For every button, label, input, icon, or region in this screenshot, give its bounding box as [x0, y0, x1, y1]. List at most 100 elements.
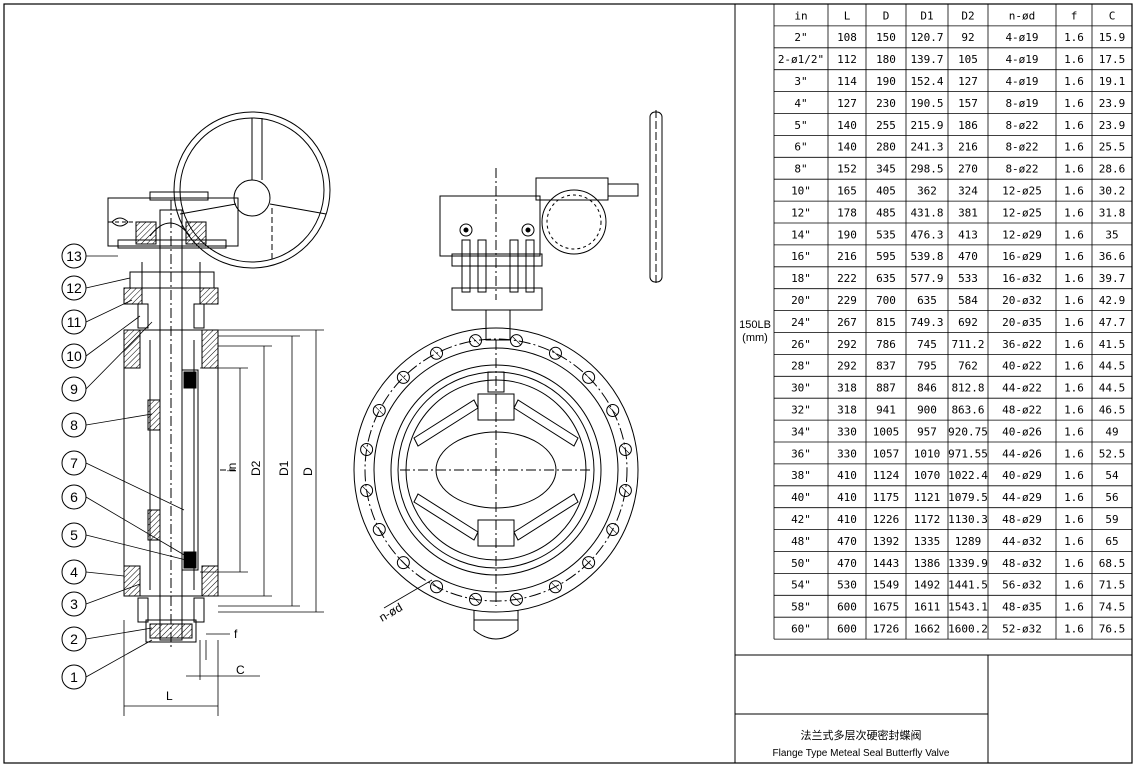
table-cell: 324	[958, 185, 978, 198]
table-cell: 23.9	[1099, 119, 1126, 132]
table-cell: 16-ø29	[1002, 250, 1042, 263]
table-cell: 941	[876, 404, 896, 417]
dimension-lines	[123, 329, 324, 716]
table-cell: 44-ø32	[1002, 535, 1042, 548]
table-cell: 1130.3	[948, 513, 988, 526]
table-cell: 1549	[873, 579, 900, 592]
table-header-cell: D1	[920, 9, 933, 22]
table-cell: 318	[837, 382, 857, 395]
table-cell: 120.7	[910, 31, 943, 44]
callout-bubble	[61, 559, 87, 585]
table-cell: 1121	[914, 491, 941, 504]
bolt-hole	[396, 370, 410, 384]
callout-bubble	[61, 275, 87, 301]
table-cell: 36.6	[1099, 250, 1126, 263]
table-cell: 1.6	[1064, 623, 1084, 636]
callout-leader	[85, 583, 141, 605]
callout-leader	[85, 321, 153, 390]
bolt-hole-mark	[551, 349, 560, 358]
table-cell: 48"	[791, 535, 811, 548]
table-cell: 635	[917, 294, 937, 307]
table-cell: 1.6	[1064, 535, 1084, 548]
table-cell: 92	[961, 31, 974, 44]
table-cell: 255	[876, 119, 896, 132]
callout-number: 11	[67, 314, 82, 330]
table-cell: 152	[837, 163, 857, 176]
table-cell: 1.6	[1064, 469, 1084, 482]
table-cell: 381	[958, 206, 978, 219]
bolt-hole	[509, 592, 523, 606]
neck-flange	[451, 239, 543, 341]
table-cell: 292	[837, 338, 857, 351]
table-cell: 4-ø19	[1005, 75, 1038, 88]
table-cell: 12-ø25	[1002, 185, 1042, 198]
table-cell: 1392	[873, 535, 900, 548]
bolt-hole-mark	[471, 595, 480, 604]
table-cell: 44-ø26	[1002, 447, 1042, 460]
table-cell: 1005	[873, 425, 900, 438]
table-cell: 330	[837, 425, 857, 438]
table-cell: 24"	[791, 316, 811, 329]
table-cell: 48-ø22	[1002, 404, 1042, 417]
table-cell: 600	[837, 601, 857, 614]
table-cell: 410	[837, 513, 857, 526]
table-cell: 8"	[794, 163, 807, 176]
table-cell: 405	[876, 185, 896, 198]
table-cell: 14"	[791, 228, 811, 241]
table-cell: 1057	[873, 447, 900, 460]
table-cell: 318	[837, 404, 857, 417]
callout-number: 10	[66, 348, 82, 364]
table-cell: 1.6	[1064, 382, 1084, 395]
table-cell: 186	[958, 119, 978, 132]
table-cell: 470	[837, 535, 857, 548]
table-cell: 1172	[914, 513, 941, 526]
table-cell: 8-ø22	[1005, 163, 1038, 176]
table-cell: 52.5	[1099, 447, 1126, 460]
table-cell: 971.55	[948, 447, 988, 460]
table-cell: 1.6	[1064, 141, 1084, 154]
table-cell: 12"	[791, 206, 811, 219]
table-cell: 280	[876, 141, 896, 154]
table-cell: 112	[837, 53, 857, 66]
table-cell: 23.9	[1099, 97, 1126, 110]
callout-leader	[85, 277, 131, 289]
callout-leader	[85, 413, 153, 426]
table-cell: 17.5	[1099, 53, 1126, 66]
table-cell: 1.6	[1064, 491, 1084, 504]
table-cell: 749.3	[910, 316, 943, 329]
table-cell: 49	[1105, 425, 1118, 438]
table-cell: 20-ø32	[1002, 294, 1042, 307]
table-cell: 68.5	[1099, 557, 1126, 570]
bolt-hole	[548, 346, 562, 360]
dim-d1-label: D1	[277, 460, 291, 476]
bolt-hole-mark	[471, 336, 480, 345]
table-cell: 1675	[873, 601, 900, 614]
table-cell: 230	[876, 97, 896, 110]
bolt-holes	[360, 334, 632, 606]
table-cell: 1.6	[1064, 425, 1084, 438]
table-cell: 139.7	[910, 53, 943, 66]
table-cell: 1.6	[1064, 163, 1084, 176]
bolt-hole-mark	[621, 445, 630, 454]
callout-leader	[85, 496, 187, 557]
bolt-hole	[548, 580, 562, 594]
table-cell: 74.5	[1099, 601, 1126, 614]
table-cell: 140	[837, 119, 857, 132]
table-cell: 270	[958, 163, 978, 176]
table-cell: 8-ø22	[1005, 141, 1038, 154]
table-cell: 12-ø29	[1002, 228, 1042, 241]
callout-bubble	[61, 591, 87, 617]
table-cell: 470	[837, 557, 857, 570]
table-cell: 1.6	[1064, 31, 1084, 44]
table-cell: 40-ø29	[1002, 469, 1042, 482]
callout-leader	[85, 639, 153, 678]
bonnet	[117, 221, 227, 329]
table-cell: 28"	[791, 360, 811, 373]
table-cell: 1.6	[1064, 579, 1084, 592]
bolt-hole	[606, 404, 620, 418]
table-header-cell: f	[1071, 9, 1078, 22]
table-cell: 1.6	[1064, 404, 1084, 417]
table-cell: 40"	[791, 491, 811, 504]
table-cell: 1.6	[1064, 601, 1084, 614]
